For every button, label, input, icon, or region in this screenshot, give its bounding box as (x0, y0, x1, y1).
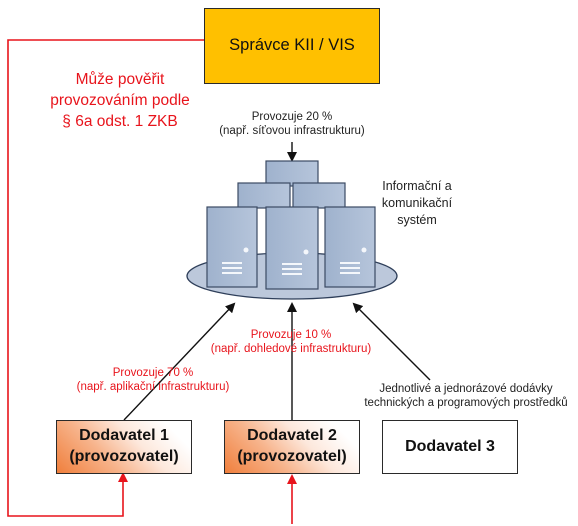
server-1 (206, 206, 258, 288)
supplier-2-box: Dodavatel 2 (provozovatel) (224, 420, 360, 474)
supplier-3-arrow (352, 302, 431, 381)
supplier-1-operates-line-1: Provozuje 70 % (112, 367, 194, 379)
delegation-note: Může pověřit provozováním podle § 6a ods… (40, 69, 200, 132)
system-label: Informační a komunikační systém (372, 178, 462, 229)
supplier-1-role: (provozovatel) (69, 448, 179, 465)
admin-operates-line-1: Provozuje 20 % (251, 111, 333, 123)
supplier-2-name: Dodavatel 2 (247, 427, 337, 445)
supplier-1-name: Dodavatel 1 (79, 427, 169, 445)
supplier-2-role: (provozovatel) (237, 448, 347, 465)
supplier-1-arrow (123, 302, 236, 421)
admin-box-label: Správce KII / VIS (229, 36, 355, 55)
system-label-line-3: systém (397, 213, 437, 227)
delegation-note-line-2: provozováním podle (50, 92, 190, 109)
supplier-2-operates-line-1: Provozuje 10 % (250, 329, 332, 341)
supplier-1-operates-line-2: (např. aplikační infrastrukturu) (76, 381, 230, 394)
system-label-line-1: Informační a (382, 179, 452, 193)
delegation-line (7, 39, 204, 517)
server-2 (265, 206, 319, 290)
server-3 (324, 206, 376, 288)
supplier-1-operates-label: Provozuje 70 % (např. aplikační infrastr… (60, 366, 246, 395)
admin-operates-label: Provozuje 20 % (např. síťovou infrastruk… (192, 110, 392, 139)
supplier-2-operates-line-2: (např. dohledové infrastrukturu) (210, 343, 372, 356)
supplier-3-name: Dodavatel 3 (405, 437, 495, 455)
system-label-line-2: komunikační (381, 196, 453, 210)
delegation-note-line-3: § 6a odst. 1 ZKB (62, 113, 178, 130)
admin-operates-line-2: (např. síťovou infrastrukturu) (219, 125, 365, 138)
supplier-3-deliveries-label: Jednotlivé a jednorázové dodávky technic… (356, 382, 576, 411)
supplier-3-box: Dodavatel 3 (382, 420, 518, 474)
supplier-1-box: Dodavatel 1 (provozovatel) (56, 420, 192, 474)
admin-box: Správce KII / VIS (204, 8, 380, 84)
server-back-row (237, 160, 346, 209)
supplier-2-operates-label: Provozuje 10 % (např. dohledové infrastr… (198, 328, 384, 357)
supplier-3-deliveries-line-2: technických a programových prostředků (364, 397, 568, 410)
delegation-note-line-1: Může pověřit (75, 71, 165, 88)
supplier-3-deliveries-line-1: Jednotlivé a jednorázové dodávky (379, 383, 553, 395)
